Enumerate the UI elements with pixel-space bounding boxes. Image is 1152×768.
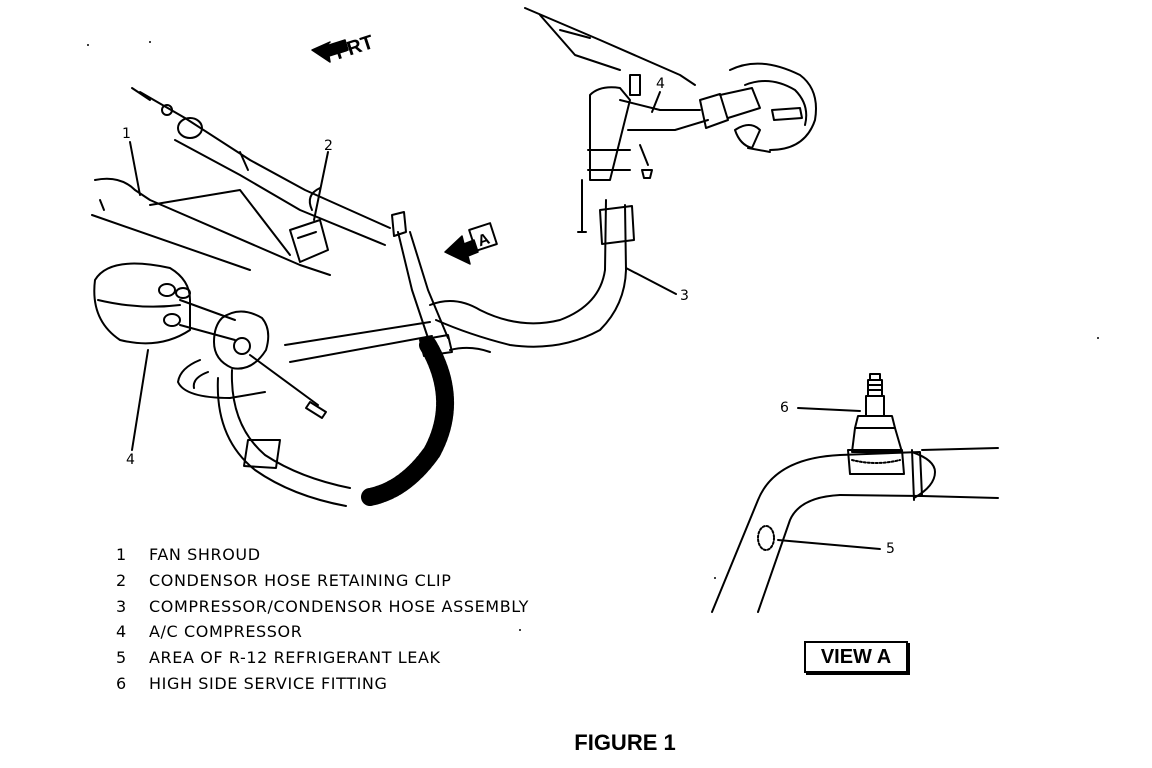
legend-text: AREA OF R-12 REFRIGERANT LEAK [149, 648, 441, 668]
callout-1: 1 [122, 126, 131, 142]
legend-item: 5 AREA OF R-12 REFRIGERANT LEAK [116, 645, 529, 671]
condenser-connection [577, 74, 709, 233]
callout-5: 5 [886, 541, 895, 557]
ac-compressor [93, 262, 236, 345]
figure-title: FIGURE 1 [574, 730, 676, 755]
legend: 1 FAN SHROUD 2 CONDENSOR HOSE RETAINING CL… [116, 542, 529, 697]
leader-3 [625, 267, 677, 295]
legend-item: 3 COMPRESSOR/CONDENSOR HOSE ASSEMBLY [116, 594, 529, 620]
callout-6: 6 [780, 400, 789, 416]
legend-number: 2 [116, 570, 127, 590]
legend-number: 4 [116, 622, 127, 642]
leader-1 [129, 141, 141, 196]
leader-4b [651, 91, 661, 113]
compressor-condensor-hose [429, 199, 635, 348]
callout-2: 2 [324, 138, 333, 154]
leak-area-marker [757, 525, 775, 551]
leader-6 [797, 407, 861, 412]
callout-3: 3 [680, 288, 689, 304]
retaining-clip [289, 219, 329, 263]
cross-rail [284, 321, 433, 363]
legend-item: 6 HIGH SIDE SERVICE FITTING [116, 671, 529, 697]
view-a-marker-box [468, 222, 498, 252]
condenser-fittings [699, 62, 817, 153]
leader-5 [777, 539, 881, 550]
frt-label: FRT [333, 31, 377, 64]
compressor-manifold [177, 310, 270, 399]
callout-4: 4 [126, 452, 135, 468]
legend-number: 1 [116, 545, 127, 564]
compressor-hose-lower [216, 369, 351, 507]
legend-text: CONDENSOR HOSE RETAINING CLIP [149, 570, 452, 590]
legend-number: 3 [116, 596, 127, 616]
frt-arrow [311, 39, 349, 63]
legend-item: 2 CONDENSOR HOSE RETAINING CLIP [116, 568, 529, 594]
corrugated-hose [361, 334, 491, 506]
legend-number: 5 [116, 648, 127, 668]
view-a-marker-letter: A [476, 230, 493, 250]
legend-number: 6 [116, 673, 127, 693]
legend-text: A/C COMPRESSOR [149, 622, 303, 642]
leader-4 [131, 349, 149, 451]
condenser-bracket [524, 7, 696, 86]
view-a-arrow [444, 235, 479, 265]
legend-item: 4 A/C COMPRESSOR [116, 619, 529, 645]
legend-text: COMPRESSOR/CONDENSOR HOSE ASSEMBLY [149, 596, 530, 616]
view-a-label: VIEW A [804, 641, 908, 673]
view-a-detail [711, 373, 999, 613]
legend-text: HIGH SIDE SERVICE FITTING [149, 673, 388, 693]
manifold-bolt [249, 354, 327, 419]
legend-text: FAN SHROUD [149, 545, 261, 564]
fan-shroud [91, 177, 331, 276]
leader-2 [313, 151, 329, 221]
legend-item: 1 FAN SHROUD [116, 542, 529, 568]
callout-4b: 4 [656, 76, 665, 92]
condenser-hose-upper [131, 87, 407, 246]
scan-specks [87, 41, 1099, 631]
